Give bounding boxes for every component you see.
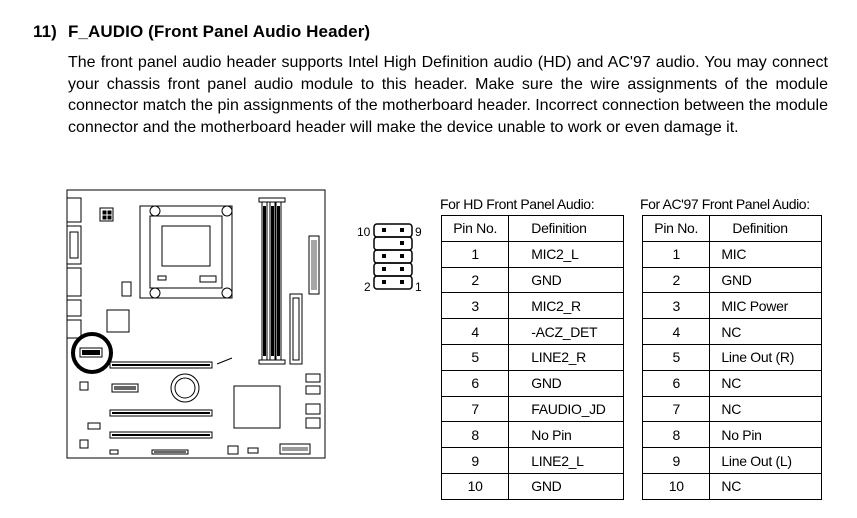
- definition-cell: No Pin: [709, 421, 822, 449]
- pin-cell: 1: [440, 240, 510, 268]
- pin-label-2: 2: [364, 280, 371, 294]
- definition-cell: LINE2_R: [508, 343, 624, 371]
- pin-cell: 10: [440, 472, 510, 500]
- table-header-row: Pin No. Definition: [641, 215, 822, 242]
- definition-cell: -ACZ_DET: [508, 318, 624, 345]
- pin-cell: 6: [440, 369, 510, 397]
- pin-cell: 7: [440, 395, 510, 423]
- definition-cell: FAUDIO_JD: [508, 395, 624, 423]
- pin-cell: 7: [641, 395, 711, 423]
- definition-cell: GND: [508, 369, 624, 397]
- pin-cell: 2: [641, 266, 711, 294]
- pin-cell: 1: [641, 240, 711, 268]
- table-header-row: Pin No. Definition: [440, 215, 624, 242]
- ac97-table-caption: For AC'97 Front Panel Audio:: [640, 196, 810, 212]
- pin-label-9: 9: [415, 225, 422, 239]
- definition-cell: GND: [508, 266, 624, 294]
- section-title: F_AUDIO (Front Panel Audio Header): [68, 22, 371, 41]
- definition-cell: NC: [709, 472, 822, 500]
- definition-cell: NC: [709, 395, 822, 423]
- definition-cell: MIC Power: [709, 292, 822, 320]
- pin-header-diagram: 10 9 2 1: [355, 222, 435, 299]
- definition-cell: NC: [709, 318, 822, 345]
- pin-cell: 9: [641, 447, 711, 474]
- pin-label-1: 1: [415, 280, 422, 294]
- definition-cell: Line Out (R): [709, 343, 822, 371]
- pin-cell: 8: [440, 421, 510, 449]
- header-definition: Definition: [508, 215, 624, 242]
- header-definition: Definition: [709, 215, 822, 242]
- section-paragraph: The front panel audio header supports In…: [68, 54, 828, 136]
- definition-cell: Line Out (L): [709, 447, 822, 474]
- pin-cell: 9: [440, 447, 510, 474]
- pin-cell: 5: [440, 343, 510, 371]
- definition-cell: No Pin: [508, 421, 624, 449]
- pin-cell: 3: [641, 292, 711, 320]
- pin-label-10: 10: [357, 225, 371, 239]
- pin-cell: 4: [641, 318, 711, 345]
- definition-cell: MIC2_L: [508, 240, 624, 268]
- pin-cell: 8: [641, 421, 711, 449]
- definition-cell: LINE2_L: [508, 447, 624, 474]
- section-heading: 11) F_AUDIO (Front Panel Audio Header): [33, 22, 370, 42]
- hd-table-caption: For HD Front Panel Audio:: [440, 196, 595, 212]
- pin-cell: 2: [440, 266, 510, 294]
- header-pin-no: Pin No.: [641, 215, 711, 242]
- header-pin-no: Pin No.: [440, 215, 510, 242]
- pin-cell: 10: [641, 472, 711, 500]
- definition-cell: MIC: [709, 240, 822, 268]
- definition-cell: NC: [709, 369, 822, 397]
- definition-cell: GND: [709, 266, 822, 294]
- definition-cell: MIC2_R: [508, 292, 624, 320]
- pin-cell: 4: [440, 318, 510, 345]
- f-audio-location-marker: [71, 332, 113, 374]
- motherboard-diagram: [66, 189, 326, 459]
- pin-cell: 6: [641, 369, 711, 397]
- pin-cell: 5: [641, 343, 711, 371]
- table-row: 4-ACZ_DET: [440, 318, 624, 345]
- pin-cell: 3: [440, 292, 510, 320]
- definition-cell: GND: [508, 472, 624, 500]
- section-number: 11): [33, 22, 57, 41]
